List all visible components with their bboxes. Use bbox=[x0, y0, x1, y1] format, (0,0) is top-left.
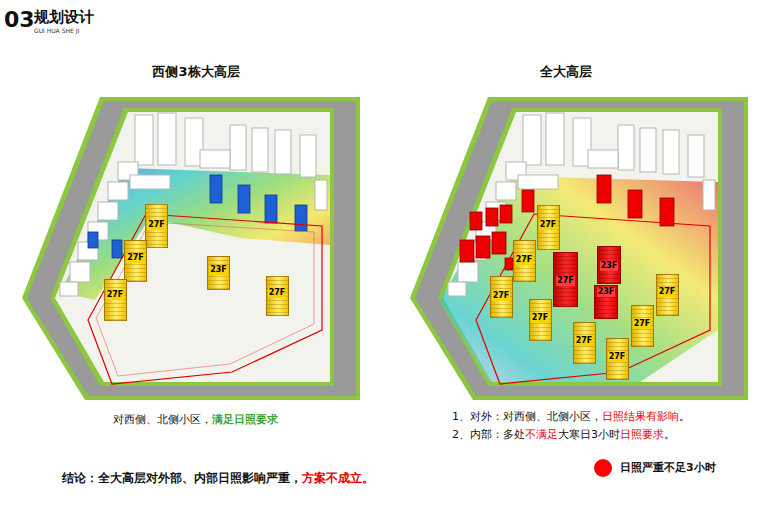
legend-text: 日照严重不足3小时 bbox=[620, 460, 716, 476]
floor-label: 27F bbox=[556, 276, 575, 286]
floor-label: 23F bbox=[600, 261, 619, 271]
floor-label: 27F bbox=[515, 255, 534, 265]
floor-label: 27F bbox=[492, 291, 511, 301]
floor-label: 27F bbox=[268, 288, 287, 298]
note-text-part: 日照要求 bbox=[620, 428, 664, 441]
panel-title-part: 全大高层 bbox=[540, 64, 592, 79]
pinyin-subtitle: GUI HUA SHE JI bbox=[34, 27, 79, 35]
section-number: 03 bbox=[4, 5, 35, 34]
building-block: 27F bbox=[631, 305, 654, 347]
building-block: 27F bbox=[553, 252, 578, 307]
floor-label: 27F bbox=[658, 287, 677, 297]
building-block: 27F bbox=[573, 322, 596, 364]
legend-swatch bbox=[594, 459, 612, 477]
note-text-part: 1、对外：对西侧、北侧小区， bbox=[452, 410, 602, 423]
note-text: 对西侧、北侧小区，满足日照要求 bbox=[113, 413, 278, 427]
building-block: 27F bbox=[490, 276, 513, 318]
building-block: 27F bbox=[606, 338, 629, 380]
note-text-part: 对西侧、北侧小区， bbox=[113, 413, 212, 426]
building-block: 23F bbox=[597, 246, 621, 284]
page-title-part: 规划设计 bbox=[34, 8, 94, 26]
page-title: 规划设计 bbox=[34, 7, 94, 27]
floor-label: 27F bbox=[531, 313, 550, 323]
building-block: 27F bbox=[529, 299, 552, 341]
panel-title: 全大高层 bbox=[540, 63, 592, 80]
building-block: 27F bbox=[124, 240, 147, 282]
floor-label: 27F bbox=[575, 336, 594, 346]
section-number-part: 03 bbox=[4, 7, 35, 32]
panel-title-part: 西侧3栋大高层 bbox=[152, 64, 239, 79]
note-text-part: 满足日照要求 bbox=[212, 413, 278, 426]
floor-label: 23F bbox=[597, 287, 616, 297]
floor-label: 27F bbox=[147, 220, 166, 230]
panel-title: 西侧3栋大高层 bbox=[152, 63, 239, 80]
building-block: 27F bbox=[145, 204, 168, 248]
note-text-part: 不满足 bbox=[525, 428, 558, 441]
floor-label: 23F bbox=[209, 265, 228, 275]
note-text-part: 。 bbox=[679, 410, 690, 423]
building-block: 27F bbox=[537, 205, 560, 250]
note-text-part: 2、内部：多处 bbox=[452, 428, 525, 441]
note-text-part: 日照结果有影响 bbox=[602, 410, 679, 423]
note-text: 2、内部：多处不满足大寒日3小时日照要求。 bbox=[452, 428, 675, 442]
building-block: 27F bbox=[104, 279, 127, 321]
note-text-part: 大寒日3小时 bbox=[558, 428, 620, 441]
floor-label: 27F bbox=[126, 253, 145, 263]
conclusion-text: 结论：全大高层对外部、内部日照影响严重，方案不成立。 bbox=[62, 470, 374, 486]
floor-label: 27F bbox=[608, 352, 627, 362]
floor-label: 27F bbox=[539, 220, 558, 230]
building-block: 23F bbox=[594, 285, 618, 319]
building-block: 23F bbox=[207, 256, 230, 290]
note-text-part: 。 bbox=[664, 428, 675, 441]
conclusion-text-part: 方案不成立。 bbox=[302, 471, 374, 485]
building-block: 27F bbox=[266, 276, 289, 316]
floor-label: 27F bbox=[633, 319, 652, 329]
floor-label: 27F bbox=[106, 290, 125, 300]
building-block: 27F bbox=[513, 240, 536, 282]
pinyin-subtitle-part: GUI HUA SHE JI bbox=[34, 27, 79, 34]
note-text: 1、对外：对西侧、北侧小区，日照结果有影响。 bbox=[452, 410, 690, 424]
conclusion-text-part: 结论：全大高层对外部、内部日照影响严重， bbox=[62, 471, 302, 485]
building-block: 27F bbox=[656, 274, 679, 316]
